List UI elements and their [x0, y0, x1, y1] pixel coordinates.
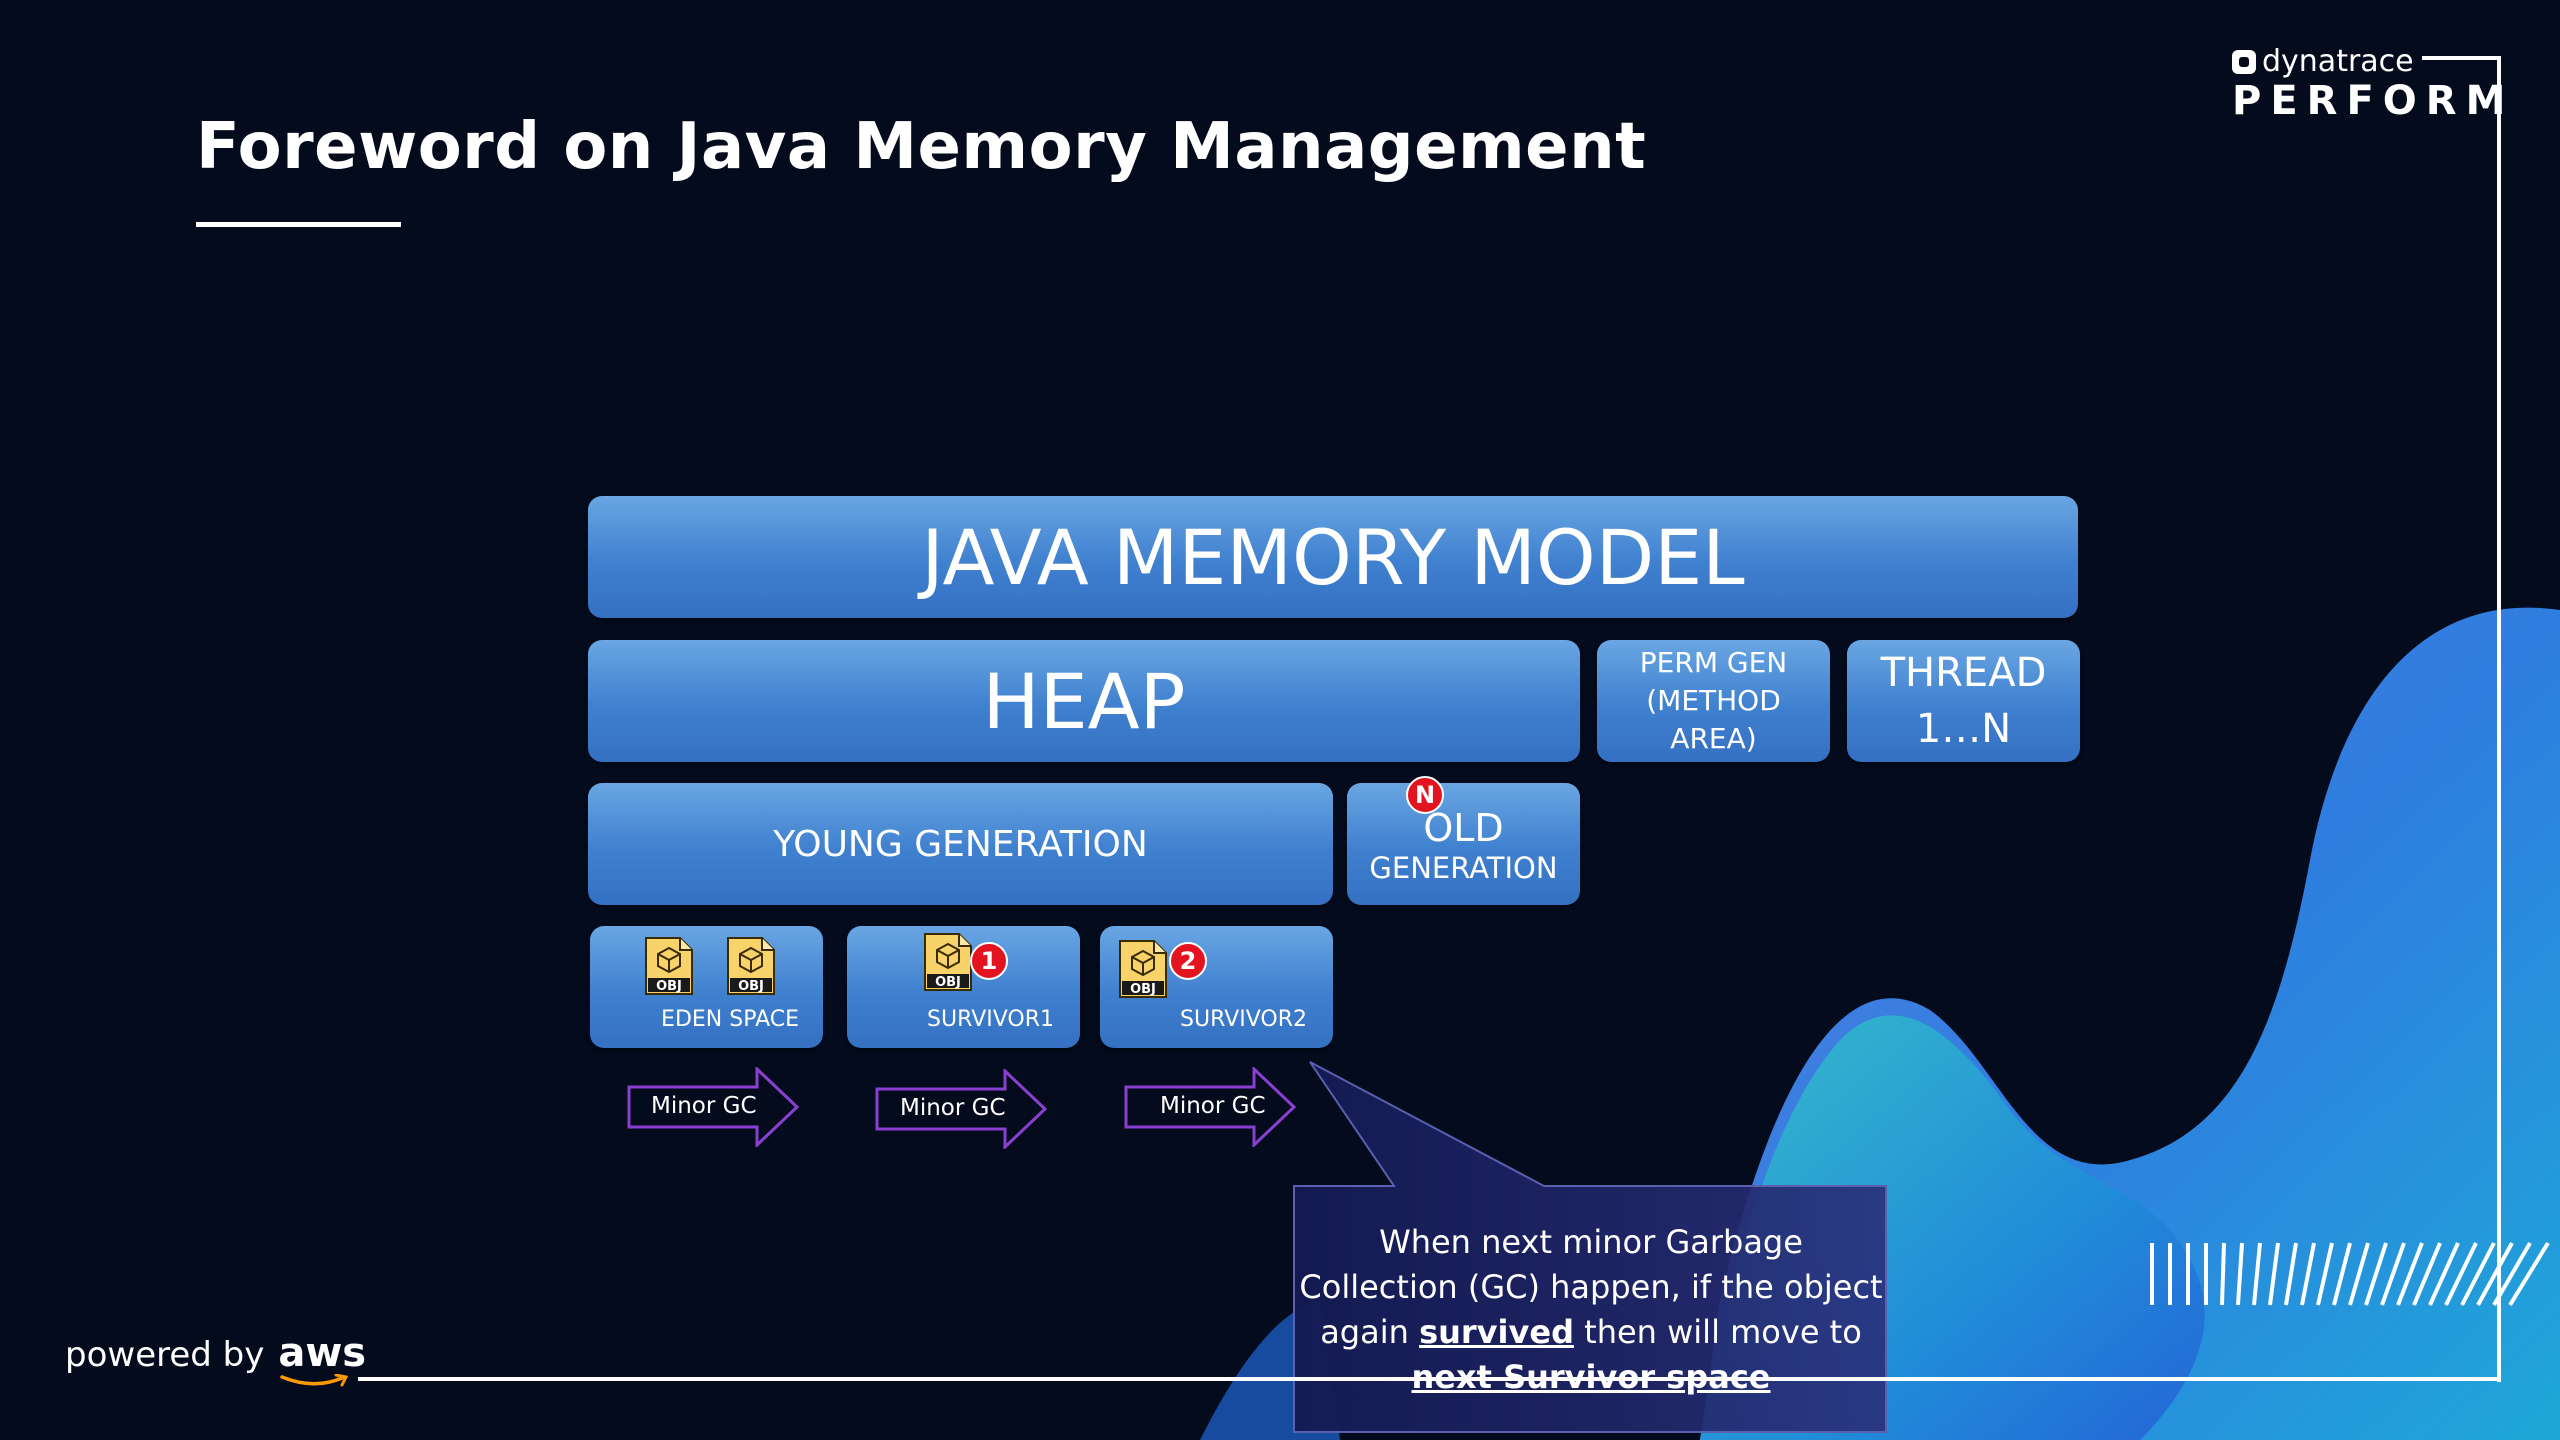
- aws-wordmark: aws: [278, 1330, 367, 1376]
- dynatrace-mark-icon: [2232, 49, 2256, 74]
- callout-line-3-pre: again: [1320, 1313, 1409, 1351]
- title-underline: [196, 222, 401, 227]
- java-memory-model-box: JAVA MEMORY MODEL: [588, 496, 2078, 618]
- survivor1-label: SURVIVOR1: [927, 1007, 1054, 1032]
- thread-box: THREAD 1…N: [1847, 640, 2080, 762]
- frame-line-top: [2422, 56, 2501, 60]
- thread-line-2: 1…N: [1915, 706, 2012, 752]
- callout-line-3-post: then will move to: [1584, 1313, 1862, 1351]
- minor-gc-arrow-2: [875, 1069, 1048, 1149]
- perm-gen-line-2: (METHOD: [1646, 684, 1781, 717]
- obj-file-icon: OBJ: [645, 937, 693, 995]
- heap-label: HEAP: [982, 656, 1186, 746]
- perm-gen-box: PERM GEN (METHOD AREA): [1597, 640, 1830, 762]
- minor-gc-label-1: Minor GC: [651, 1093, 757, 1119]
- slide-title: Foreword on Java Memory Management: [196, 110, 1647, 184]
- callout-survived: survived: [1419, 1313, 1574, 1351]
- callout-line-1: When next minor Garbage: [1379, 1223, 1803, 1261]
- aws-logo: aws: [278, 1330, 367, 1387]
- callout-text: When next minor Garbage Collection (GC) …: [1296, 1220, 1886, 1400]
- perm-gen-line-3: AREA): [1670, 722, 1757, 755]
- frame-line-right: [2497, 56, 2501, 1382]
- young-generation-box: YOUNG GENERATION: [588, 783, 1333, 905]
- frame-line-bottom: [358, 1377, 2501, 1381]
- obj-file-icon: OBJ: [1119, 940, 1167, 998]
- heap-box: HEAP: [588, 640, 1580, 762]
- minor-gc-label-2: Minor GC: [900, 1095, 1006, 1121]
- young-generation-label: YOUNG GENERATION: [773, 823, 1148, 865]
- aws-smile-icon: [280, 1374, 349, 1387]
- minor-gc-arrow-1: [627, 1067, 800, 1147]
- minor-gc-arrow-3: [1124, 1067, 1297, 1147]
- old-generation-box: OLD GENERATION: [1347, 783, 1580, 905]
- obj-label: OBJ: [656, 979, 682, 994]
- obj-label: OBJ: [1130, 982, 1156, 997]
- old-generation-badge: N: [1406, 776, 1444, 814]
- java-memory-model-label: JAVA MEMORY MODEL: [921, 512, 1745, 602]
- old-generation-line-1: OLD: [1423, 806, 1504, 850]
- obj-label: OBJ: [738, 979, 764, 994]
- dynatrace-logo: dynatrace: [2232, 44, 2414, 79]
- callout-line-3: again survived then will move to: [1296, 1310, 1886, 1355]
- obj-file-icon: OBJ: [924, 933, 972, 991]
- callout-line-2: Collection (GC) happen, if the object: [1299, 1268, 1883, 1306]
- eden-space-label: EDEN SPACE: [661, 1007, 799, 1032]
- thread-line-1: THREAD: [1880, 650, 2047, 696]
- perform-wordmark: PERFORM: [2232, 78, 2515, 124]
- minor-gc-label-3: Minor GC: [1160, 1093, 1266, 1119]
- survivor1-badge: 1: [970, 942, 1008, 980]
- dynatrace-wordmark: dynatrace: [2262, 44, 2414, 79]
- callout-bubble: [1293, 1061, 1887, 1433]
- powered-by-aws: powered by aws: [65, 1330, 367, 1387]
- survivor2-badge: 2: [1169, 942, 1207, 980]
- obj-label: OBJ: [935, 975, 961, 990]
- survivor2-label: SURVIVOR2: [1180, 1007, 1307, 1032]
- old-generation-line-2: GENERATION: [1369, 851, 1558, 885]
- powered-by-text: powered by: [65, 1335, 265, 1375]
- obj-file-icon: OBJ: [727, 937, 775, 995]
- eden-space-box: EDEN SPACE: [590, 926, 823, 1048]
- perm-gen-line-1: PERM GEN: [1639, 646, 1788, 679]
